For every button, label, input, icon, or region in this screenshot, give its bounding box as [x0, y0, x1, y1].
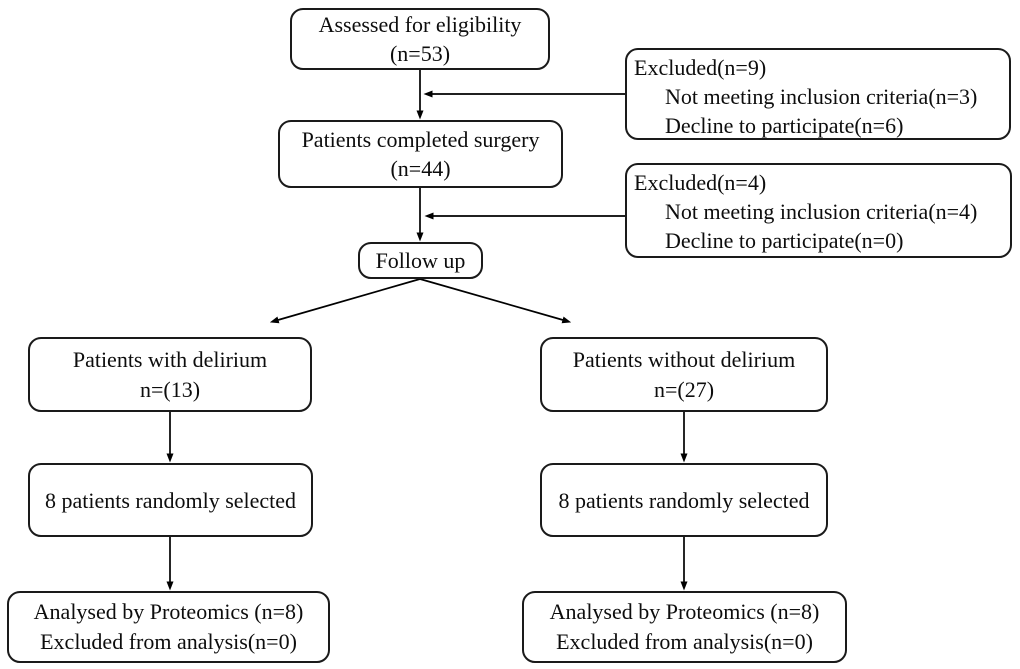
- node-excluded-2: Excluded(n=4) Not meeting inclusion crit…: [625, 163, 1012, 258]
- node-with-delirium-label: Patients with delirium: [72, 346, 268, 372]
- node-analysed-right-line-1: Analysed by Proteomics (n=8): [549, 599, 820, 624]
- node-completed-surgery: Patients completed surgery (n=44): [278, 120, 563, 188]
- node-with-delirium: Patients with delirium n=(13): [28, 337, 312, 412]
- node-completed-surgery-count: (n=44): [390, 156, 451, 181]
- node-analysed-left-line-2: Excluded from analysis(n=0): [40, 629, 297, 654]
- node-assessed-eligibility-count: (n=53): [389, 41, 451, 66]
- arrow-followup-to-delirium: [269, 278, 421, 324]
- node-excluded-2-title: Excluded(n=4): [634, 170, 767, 195]
- node-follow-up-label: Follow up: [375, 248, 466, 273]
- node-excluded-1-reason-2: Decline to participate(n=6): [665, 113, 904, 138]
- node-without-delirium: Patients without delirium n=(27): [540, 337, 828, 412]
- node-analysed-right: Analysed by Proteomics (n=8) Excluded fr…: [522, 591, 847, 663]
- node-assessed-eligibility-label: Assessed for eligibility: [318, 12, 522, 37]
- node-randomly-selected-left-label: 8 patients randomly selected: [44, 487, 297, 513]
- node-with-delirium-count: n=(13): [139, 376, 201, 402]
- arrow-followup-to-no-delirium: [419, 278, 572, 324]
- node-randomly-selected-right: 8 patients randomly selected: [540, 463, 828, 537]
- node-follow-up: Follow up: [358, 242, 483, 279]
- node-without-delirium-count: n=(27): [653, 376, 715, 402]
- node-analysed-left: Analysed by Proteomics (n=8) Excluded fr…: [7, 591, 330, 663]
- node-analysed-right-line-2: Excluded from analysis(n=0): [556, 629, 813, 654]
- node-excluded-2-reason-2: Decline to participate(n=0): [665, 228, 904, 253]
- node-randomly-selected-left: 8 patients randomly selected: [28, 463, 313, 537]
- node-excluded-2-reason-1: Not meeting inclusion criteria(n=4): [665, 199, 978, 224]
- node-excluded-1: Excluded(n=9) Not meeting inclusion crit…: [625, 48, 1011, 140]
- node-completed-surgery-label: Patients completed surgery: [301, 127, 540, 152]
- node-analysed-left-line-1: Analysed by Proteomics (n=8): [33, 599, 304, 624]
- node-assessed-eligibility: Assessed for eligibility (n=53): [290, 8, 550, 70]
- node-without-delirium-label: Patients without delirium: [572, 346, 796, 372]
- node-excluded-1-title: Excluded(n=9): [634, 55, 767, 80]
- node-excluded-1-reason-1: Not meeting inclusion criteria(n=3): [665, 84, 978, 109]
- node-randomly-selected-right-label: 8 patients randomly selected: [558, 487, 810, 513]
